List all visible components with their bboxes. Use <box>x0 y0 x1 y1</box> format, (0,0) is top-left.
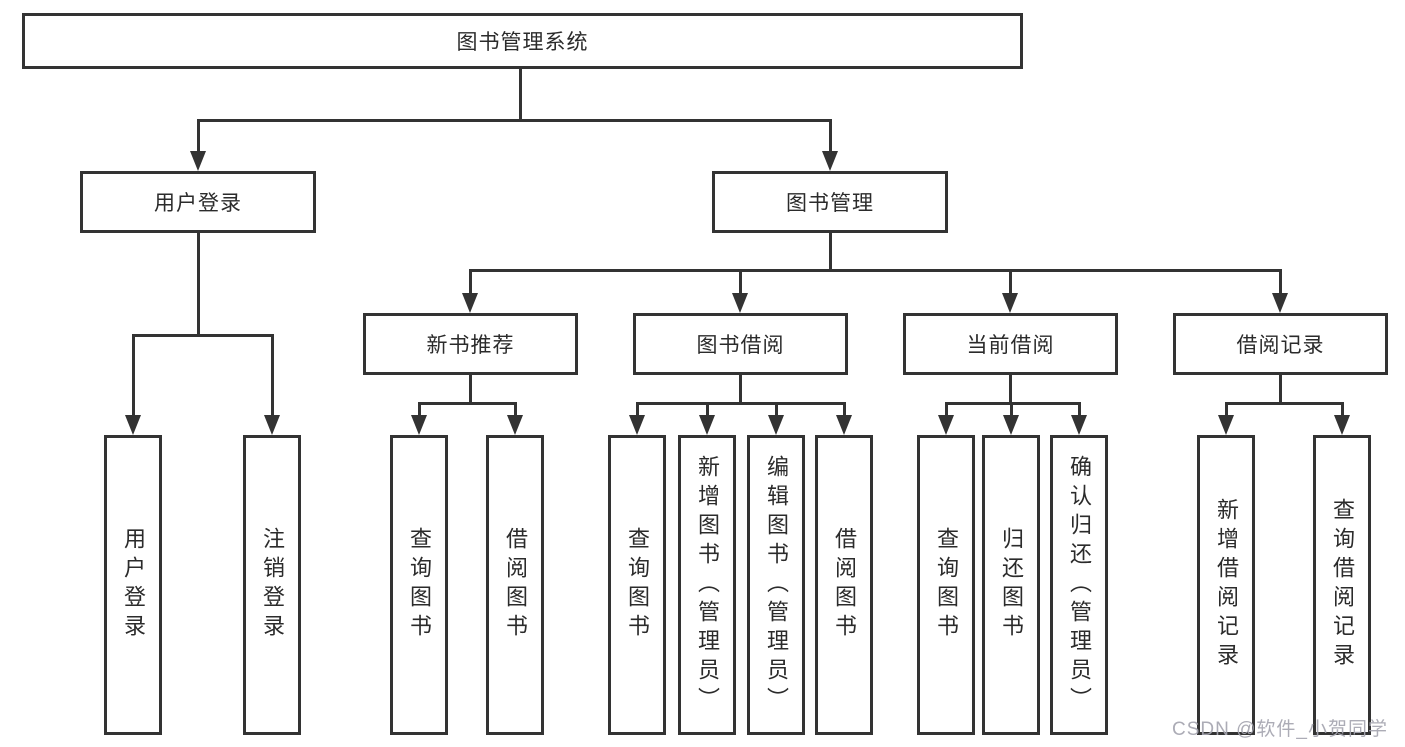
arrow-down-icon <box>1218 415 1234 435</box>
connector-line <box>829 121 832 153</box>
connector-line <box>132 334 274 337</box>
connector-line <box>1225 404 1228 417</box>
arrow-down-icon <box>822 151 838 171</box>
connector-line <box>739 374 742 404</box>
connector-line <box>469 271 472 295</box>
connector-line <box>519 67 522 121</box>
node-label: 归还图书 <box>999 527 1024 643</box>
connector-line <box>829 231 832 272</box>
node-label: 当前借阅 <box>966 334 1055 357</box>
connector-line <box>636 404 639 417</box>
node-label: 新书推荐 <box>426 334 515 357</box>
node-label: 借阅图书 <box>832 527 857 643</box>
connector-line <box>706 404 709 417</box>
arrow-down-icon <box>264 415 280 435</box>
connector-line <box>132 336 135 416</box>
node-query-books-recommend: 查询图书 <box>390 435 448 735</box>
node-confirm-return-admin: 确认归还（管理员） <box>1050 435 1108 735</box>
node-query-books-current: 查询图书 <box>917 435 975 735</box>
node-label: 确认归还（管理员） <box>1067 454 1092 716</box>
arrow-down-icon <box>462 293 478 313</box>
node-label: 查询借阅记录 <box>1330 498 1355 672</box>
connector-line <box>418 402 517 405</box>
node-label: 用户登录 <box>121 527 146 643</box>
arrow-down-icon <box>629 415 645 435</box>
connector-line <box>1010 404 1013 417</box>
node-book-borrowing: 图书借阅 <box>633 313 848 375</box>
connector-line <box>945 402 1081 405</box>
connector-line <box>271 336 274 416</box>
connector-line <box>1009 374 1012 404</box>
connector-line <box>197 121 200 153</box>
arrow-down-icon <box>1071 415 1087 435</box>
node-label: 查询图书 <box>407 527 432 643</box>
connector-line <box>1341 404 1344 417</box>
connector-line <box>945 404 948 417</box>
connector-line <box>1279 374 1282 404</box>
connector-line <box>469 374 472 404</box>
node-label: 注销登录 <box>260 527 285 643</box>
arrow-down-icon <box>507 415 523 435</box>
arrow-down-icon <box>938 415 954 435</box>
connector-line <box>1009 271 1012 295</box>
node-label: 查询图书 <box>625 527 650 643</box>
connector-line <box>1279 271 1282 295</box>
node-current-borrowing: 当前借阅 <box>903 313 1118 375</box>
node-label: 借阅图书 <box>503 527 528 643</box>
node-add-book-admin: 新增图书（管理员） <box>678 435 736 735</box>
node-label: 借阅记录 <box>1236 334 1325 357</box>
connector-line <box>1225 402 1344 405</box>
node-edit-book-admin: 编辑图书（管理员） <box>747 435 805 735</box>
connector-line <box>514 404 517 417</box>
node-borrowing-records: 借阅记录 <box>1173 313 1388 375</box>
connector-line <box>843 404 846 417</box>
connector-line <box>1078 404 1081 417</box>
arrow-down-icon <box>411 415 427 435</box>
arrow-down-icon <box>1003 415 1019 435</box>
arrow-down-icon <box>125 415 141 435</box>
arrow-down-icon <box>1002 293 1018 313</box>
connector-line <box>469 269 1282 272</box>
connector-line <box>418 404 421 417</box>
arrow-down-icon <box>732 293 748 313</box>
connector-line <box>636 402 846 405</box>
node-user-login-leaf: 用户登录 <box>104 435 162 735</box>
node-user-login: 用户登录 <box>80 171 316 233</box>
node-label: 图书管理 <box>786 192 874 215</box>
connector-line <box>739 271 742 295</box>
connector-line <box>775 404 778 417</box>
node-query-borrow-record: 查询借阅记录 <box>1313 435 1371 735</box>
node-add-borrow-record: 新增借阅记录 <box>1197 435 1255 735</box>
node-label: 新增图书（管理员） <box>695 454 720 716</box>
node-label: 图书借阅 <box>696 334 785 357</box>
node-label: 图书管理系统 <box>456 31 589 54</box>
arrow-down-icon <box>836 415 852 435</box>
node-return-book: 归还图书 <box>982 435 1040 735</box>
arrow-down-icon <box>1334 415 1350 435</box>
node-logout-leaf: 注销登录 <box>243 435 301 735</box>
node-book-management: 图书管理 <box>712 171 948 233</box>
node-label: 查询图书 <box>934 527 959 643</box>
node-library-management-system: 图书管理系统 <box>22 13 1023 69</box>
arrow-down-icon <box>190 151 206 171</box>
arrow-down-icon <box>768 415 784 435</box>
node-query-books-borrowing: 查询图书 <box>608 435 666 735</box>
connector-line <box>197 231 200 336</box>
node-borrow-books-borrowing: 借阅图书 <box>815 435 873 735</box>
node-label: 新增借阅记录 <box>1214 498 1239 672</box>
node-borrow-books-recommend: 借阅图书 <box>486 435 544 735</box>
arrow-down-icon <box>1272 293 1288 313</box>
connector-line <box>197 119 832 122</box>
arrow-down-icon <box>699 415 715 435</box>
node-new-book-recommendation: 新书推荐 <box>363 313 578 375</box>
node-label: 用户登录 <box>154 192 242 215</box>
csdn-watermark: CSDN @软件_小贺同学 <box>1172 719 1388 740</box>
node-label: 编辑图书（管理员） <box>764 454 789 716</box>
